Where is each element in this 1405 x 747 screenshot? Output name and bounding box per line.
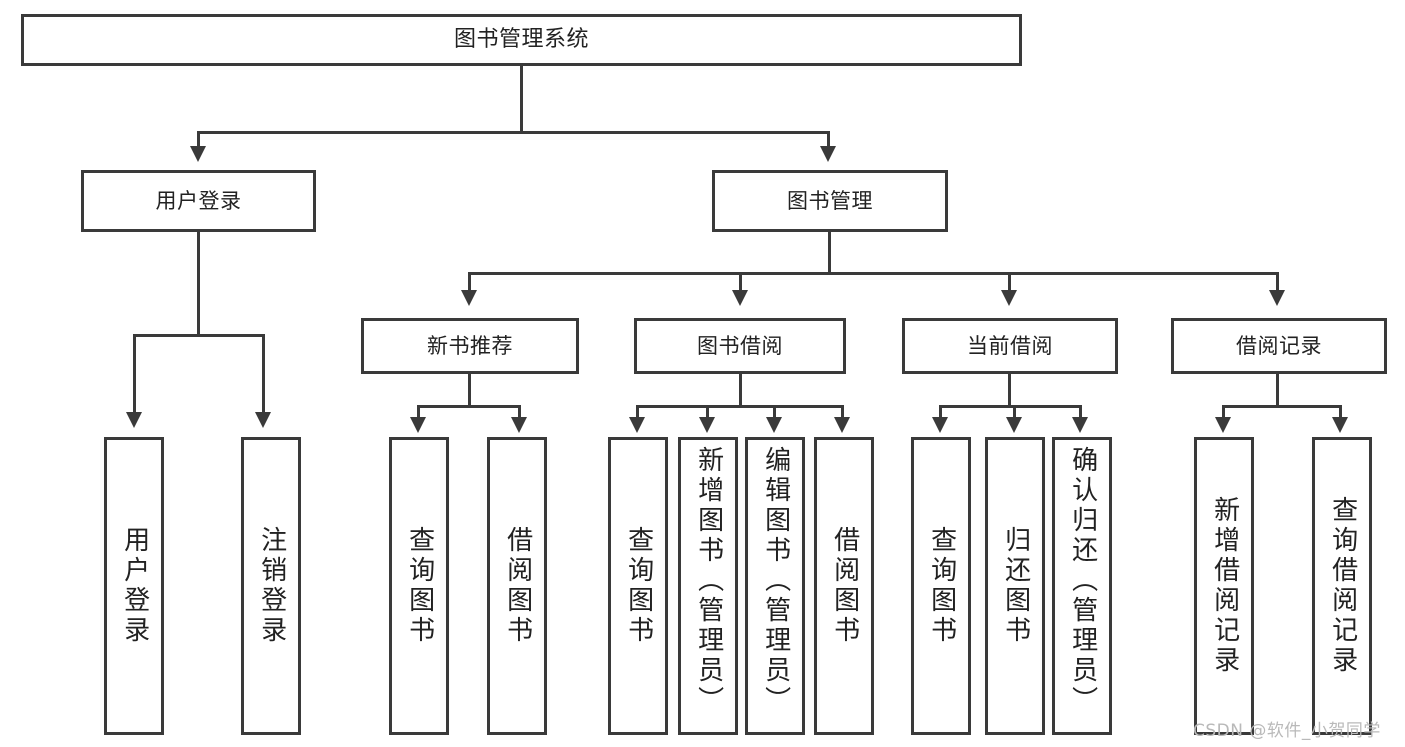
node-label: 用户登录 bbox=[155, 188, 242, 213]
arrow-to-leaf-query-book-3 bbox=[932, 417, 948, 433]
node-leaf-query-book-3[interactable]: 查询图书 bbox=[911, 437, 971, 735]
connector-nbr-bus bbox=[417, 405, 521, 408]
node-book-manage[interactable]: 图书管理 bbox=[712, 170, 948, 232]
node-leaf-query-book-1[interactable]: 查询图书 bbox=[389, 437, 449, 735]
connector-root-stem bbox=[520, 66, 523, 133]
connector-bb-drop-3 bbox=[773, 405, 776, 419]
connector-bm-drop-3 bbox=[1008, 272, 1011, 292]
node-leaf-query-borrow-record[interactable]: 查询借阅记录 bbox=[1312, 437, 1372, 735]
csdn-watermark: CSDN @软件_小贺同学 bbox=[1193, 721, 1381, 741]
connector-book-manage-bus bbox=[468, 272, 1279, 275]
arrow-to-new-book-recommend bbox=[461, 290, 477, 306]
connector-br-stem bbox=[1276, 374, 1279, 408]
arrow-to-leaf-query-borrow-record bbox=[1332, 417, 1348, 433]
connector-bb-drop-2 bbox=[706, 405, 709, 419]
arrow-to-current-borrow bbox=[1001, 290, 1017, 306]
node-leaf-query-book-2[interactable]: 查询图书 bbox=[608, 437, 668, 735]
node-label: 查询借阅记录 bbox=[1327, 496, 1358, 676]
node-label: 查询图书 bbox=[404, 526, 435, 646]
connector-user-login-bus bbox=[133, 334, 265, 337]
arrow-to-leaf-borrow-book-1 bbox=[511, 417, 527, 433]
node-label: 查询图书 bbox=[623, 526, 654, 646]
connector-bb-stem bbox=[739, 374, 742, 408]
connector-user-login-drop-2 bbox=[262, 334, 265, 414]
node-new-book-recommend[interactable]: 新书推荐 bbox=[361, 318, 579, 374]
node-label: 用户登录 bbox=[119, 526, 150, 646]
node-label: 编辑图书（管理员） bbox=[760, 446, 791, 716]
node-label: 新增借阅记录 bbox=[1209, 496, 1240, 676]
connector-cb-drop-3 bbox=[1079, 405, 1082, 419]
node-leaf-add-borrow-record[interactable]: 新增借阅记录 bbox=[1194, 437, 1254, 735]
connector-root-bus bbox=[197, 131, 829, 134]
node-leaf-confirm-return-admin[interactable]: 确认归还（管理员） bbox=[1052, 437, 1112, 735]
arrow-to-book-borrow bbox=[732, 290, 748, 306]
node-label: 归还图书 bbox=[1000, 526, 1031, 646]
connector-bb-drop-1 bbox=[636, 405, 639, 419]
connector-book-manage-stem bbox=[828, 232, 831, 274]
connector-user-login-stem bbox=[197, 232, 200, 336]
connector-nbr-drop-2 bbox=[518, 405, 521, 419]
connector-br-drop-1 bbox=[1222, 405, 1225, 419]
node-book-borrow[interactable]: 图书借阅 bbox=[634, 318, 846, 374]
arrow-to-leaf-borrow-book-2 bbox=[834, 417, 850, 433]
arrow-to-leaf-return-book bbox=[1006, 417, 1022, 433]
arrow-to-user-login bbox=[190, 146, 206, 162]
node-borrow-record[interactable]: 借阅记录 bbox=[1171, 318, 1387, 374]
node-leaf-borrow-book-1[interactable]: 借阅图书 bbox=[487, 437, 547, 735]
arrow-to-leaf-edit-book-admin bbox=[766, 417, 782, 433]
node-label: 当前借阅 bbox=[967, 333, 1053, 358]
arrow-to-leaf-confirm-return-admin bbox=[1072, 417, 1088, 433]
arrow-to-borrow-record bbox=[1269, 290, 1285, 306]
node-label: 借阅图书 bbox=[829, 526, 860, 646]
connector-br-drop-2 bbox=[1339, 405, 1342, 419]
connector-nbr-stem bbox=[468, 374, 471, 408]
connector-bm-drop-2 bbox=[739, 272, 742, 292]
node-label: 图书管理系统 bbox=[453, 27, 589, 53]
node-leaf-edit-book-admin[interactable]: 编辑图书（管理员） bbox=[745, 437, 805, 735]
node-label: 图书管理 bbox=[787, 188, 873, 213]
node-user-login[interactable]: 用户登录 bbox=[81, 170, 316, 232]
node-leaf-return-book[interactable]: 归还图书 bbox=[985, 437, 1045, 735]
node-label: 注销登录 bbox=[256, 526, 287, 646]
connector-user-login-drop-1 bbox=[133, 334, 136, 414]
arrow-to-leaf-add-borrow-record bbox=[1215, 417, 1231, 433]
node-root-system[interactable]: 图书管理系统 bbox=[21, 14, 1022, 66]
node-label: 图书借阅 bbox=[697, 333, 783, 358]
connector-bb-drop-4 bbox=[841, 405, 844, 419]
node-label: 查询图书 bbox=[926, 526, 957, 646]
connector-cb-drop-2 bbox=[1013, 405, 1016, 419]
connector-br-bus bbox=[1222, 405, 1342, 408]
arrow-to-book-manage bbox=[820, 146, 836, 162]
node-label: 借阅图书 bbox=[502, 526, 533, 646]
connector-root-drop-right bbox=[827, 131, 830, 148]
arrow-to-leaf-user-logout bbox=[255, 412, 271, 428]
node-label: 新增图书（管理员） bbox=[693, 446, 724, 716]
node-current-borrow[interactable]: 当前借阅 bbox=[902, 318, 1118, 374]
connector-cb-stem bbox=[1008, 374, 1011, 408]
connector-bb-bus bbox=[636, 405, 844, 408]
arrow-to-leaf-user-login bbox=[126, 412, 142, 428]
connector-nbr-drop-1 bbox=[417, 405, 420, 419]
connector-bm-drop-4 bbox=[1276, 272, 1279, 292]
node-leaf-borrow-book-2[interactable]: 借阅图书 bbox=[814, 437, 874, 735]
connector-cb-drop-1 bbox=[939, 405, 942, 419]
connector-cb-bus bbox=[939, 405, 1082, 408]
connector-bm-drop-1 bbox=[468, 272, 471, 292]
node-leaf-add-book-admin[interactable]: 新增图书（管理员） bbox=[678, 437, 738, 735]
node-leaf-user-logout[interactable]: 注销登录 bbox=[241, 437, 301, 735]
node-label: 借阅记录 bbox=[1236, 333, 1322, 358]
arrow-to-leaf-query-book-2 bbox=[629, 417, 645, 433]
arrow-to-leaf-query-book-1 bbox=[410, 417, 426, 433]
node-label: 新书推荐 bbox=[427, 333, 513, 358]
connector-root-drop-left bbox=[197, 131, 200, 148]
node-leaf-user-login[interactable]: 用户登录 bbox=[104, 437, 164, 735]
arrow-to-leaf-add-book-admin bbox=[699, 417, 715, 433]
node-label: 确认归还（管理员） bbox=[1067, 446, 1098, 716]
